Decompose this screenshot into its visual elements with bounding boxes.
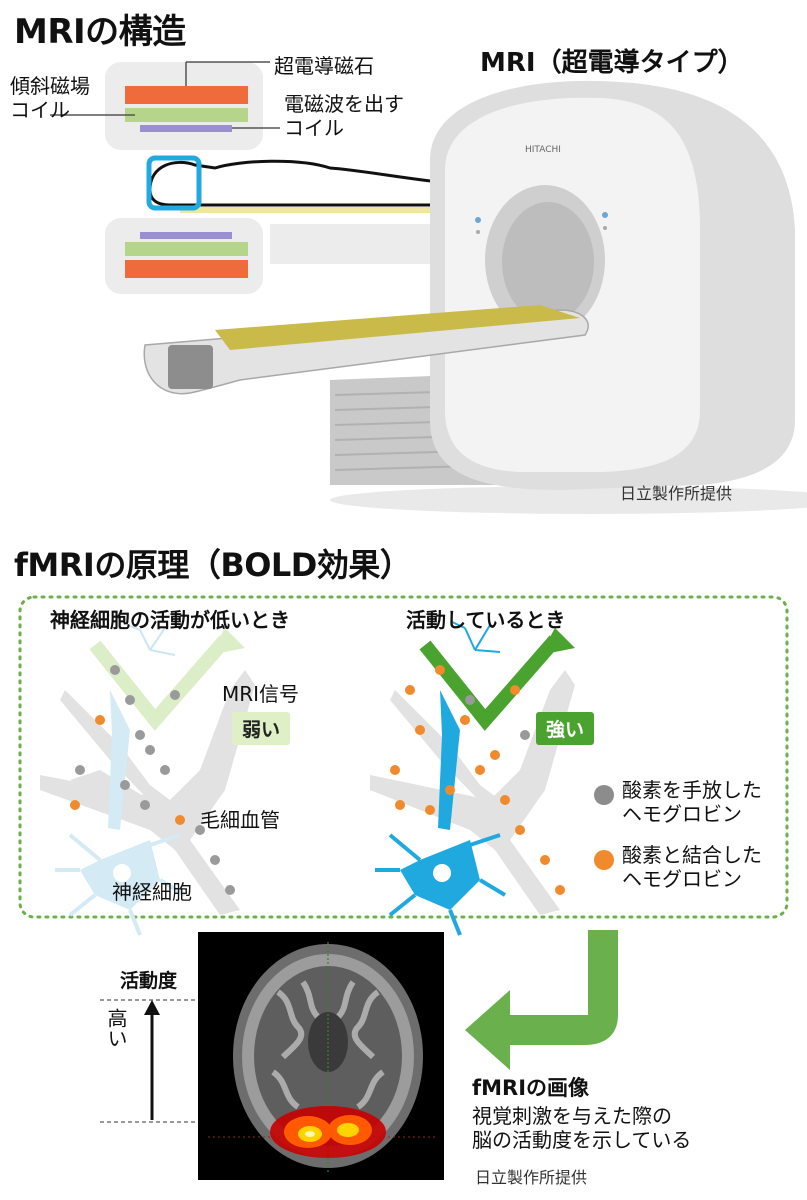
legend-deoxy-swatch	[594, 785, 614, 805]
high-activity-panel	[370, 621, 575, 936]
activation-hotspot	[270, 1106, 386, 1158]
high-label: 高い	[104, 1008, 128, 1048]
principle-title: fMRIの原理（BOLD効果）	[14, 546, 412, 584]
machine-credit: 日立製作所提供	[620, 484, 733, 503]
gradient-bar-top	[125, 108, 248, 122]
table-base	[270, 224, 430, 264]
legend-oxy-swatch	[594, 850, 614, 870]
rf-bar-top	[140, 125, 232, 132]
weak-signal-badge: 弱い	[232, 712, 291, 745]
mri-structure-diagram: HITACHI	[50, 61, 807, 514]
low-activity-heading: 神経細胞の活動が低いとき	[50, 608, 290, 632]
patient-silhouette	[148, 159, 442, 207]
magnet-label: 超電導磁石	[274, 54, 374, 78]
gradient-coil-label: 傾斜磁場 コイル	[10, 74, 90, 122]
structure-title: MRIの構造	[14, 12, 186, 52]
principle-frame	[18, 595, 789, 919]
legend-oxy-label: 酸素と結合した ヘモグロビン	[622, 843, 762, 891]
legend-deoxy-label: 酸素を手放した ヘモグロビン	[622, 778, 762, 826]
brand-text: HITACHI	[525, 145, 561, 155]
activity-label: 活動度	[120, 970, 178, 992]
cradle-bar	[180, 207, 435, 213]
machine-title: MRI（超電導タイプ）	[480, 48, 744, 78]
capillary-label: 毛細血管	[200, 808, 280, 832]
fmri-credit: 日立製作所提供	[475, 1168, 588, 1187]
fmri-caption: 視覚刺激を与えた際の 脳の活動度を示している	[472, 1104, 692, 1152]
result-arrow	[465, 930, 618, 1070]
strong-signal-badge: 強い	[536, 712, 595, 745]
fmri-brain-image	[198, 932, 444, 1180]
fmri-image-title: fMRIの画像	[472, 1076, 590, 1100]
neuron-label: 神経細胞	[112, 880, 192, 904]
brain-svg	[208, 942, 438, 1172]
head-coil	[146, 155, 202, 211]
high-activity-heading: 活動しているとき	[406, 608, 566, 632]
magnet-bar-top	[125, 86, 248, 104]
rf-coil-label: 電磁波を出す コイル	[284, 92, 404, 140]
mri-signal-label: MRI信号	[222, 682, 300, 706]
mri-machine-illustration: HITACHI	[143, 80, 807, 514]
magnet-bar-bottom	[125, 260, 248, 278]
gradient-bar-bottom	[125, 242, 248, 256]
rf-bar-bottom	[140, 232, 232, 239]
low-activity-panel	[40, 624, 255, 936]
